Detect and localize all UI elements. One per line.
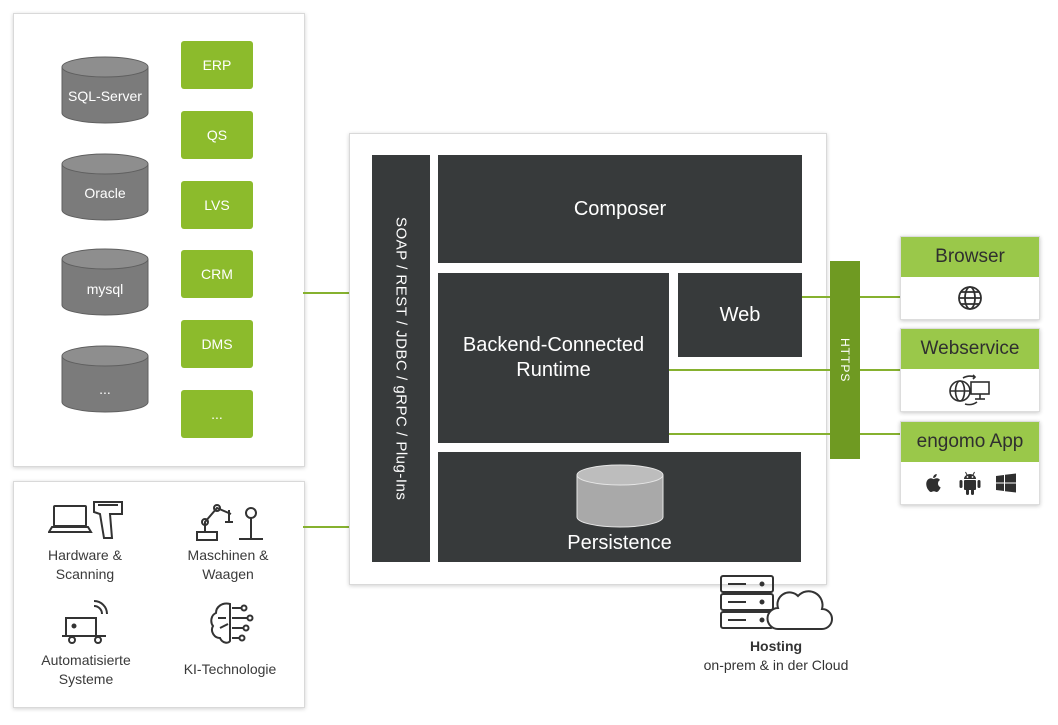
protocol-bar: SOAP / REST / JDBC / gRPC / Plug-Ins xyxy=(372,155,430,562)
laptop-scanner-icon xyxy=(48,500,130,542)
database-label: mysql xyxy=(86,281,124,297)
client-title: Webservice xyxy=(901,329,1039,369)
database-label: Oracle xyxy=(84,185,126,201)
system-box-dms: DMS xyxy=(181,320,253,368)
database-cylinder: Oracle xyxy=(61,153,149,221)
connector-runtime-https-2 xyxy=(669,433,831,435)
device-label-machines: Maschinen & Waagen xyxy=(187,547,269,582)
connector-webservice xyxy=(860,369,900,371)
client-title: engomo App xyxy=(901,422,1039,462)
database-cylinder: ... xyxy=(61,345,149,413)
system-box-qs: QS xyxy=(181,111,253,159)
database-label: ... xyxy=(99,381,111,397)
windows-icon xyxy=(996,473,1016,493)
client-icons xyxy=(901,277,1039,319)
apple-icon xyxy=(926,474,941,493)
globe-icon xyxy=(958,286,982,310)
system-box-crm: CRM xyxy=(181,250,253,298)
database-cylinder: SQL-Server xyxy=(61,56,149,124)
protocol-label: SOAP / REST / JDBC / gRPC / Plug-Ins xyxy=(392,216,410,501)
client-icons xyxy=(901,462,1039,504)
android-icon xyxy=(959,471,981,495)
https-bar: HTTPS xyxy=(830,261,860,459)
persistence-label: Persistence xyxy=(567,532,672,554)
connector-app xyxy=(860,433,900,435)
datasource-panel xyxy=(13,13,305,467)
connector-devices xyxy=(303,526,373,528)
client-icons xyxy=(901,369,1039,411)
connector-browser xyxy=(860,296,900,298)
persistence-cylinder-icon xyxy=(576,464,664,528)
device-label-automated: Automatisierte Systeme xyxy=(41,652,131,687)
connector-web-https xyxy=(802,296,831,298)
client-webservice: Webservice xyxy=(900,328,1040,412)
database-cylinder: mysql xyxy=(61,248,149,316)
database-label: SQL-Server xyxy=(68,88,142,104)
runtime-box: Backend-Connected Runtime xyxy=(438,273,669,443)
client-browser: Browser xyxy=(900,236,1040,320)
web-box: Web xyxy=(678,273,802,357)
ai-brain-icon xyxy=(208,600,254,646)
hosting-subtitle: on-prem & in der Cloud xyxy=(703,657,849,673)
device-label-hardware: Hardware & Scanning xyxy=(48,547,122,582)
automated-vehicle-icon xyxy=(60,600,110,644)
device-label-ai: KI-Technologie xyxy=(183,661,277,677)
server-cloud-icon xyxy=(718,574,836,634)
client-app: engomo App xyxy=(900,421,1040,505)
https-label: HTTPS xyxy=(838,337,852,383)
devices-panel xyxy=(13,481,305,708)
connector-datasources xyxy=(303,292,373,294)
client-title: Browser xyxy=(901,237,1039,277)
persistence-box: Persistence xyxy=(438,452,801,562)
connector-runtime-https-1 xyxy=(669,369,831,371)
robot-arm-scale-icon xyxy=(193,500,265,542)
system-box-more: ... xyxy=(181,390,253,438)
hosting-title: Hosting xyxy=(749,638,803,654)
composer-box: Composer xyxy=(438,155,802,263)
globe-exchange-monitor-icon xyxy=(949,374,990,406)
system-box-erp: ERP xyxy=(181,41,253,89)
system-box-lvs: LVS xyxy=(181,181,253,229)
